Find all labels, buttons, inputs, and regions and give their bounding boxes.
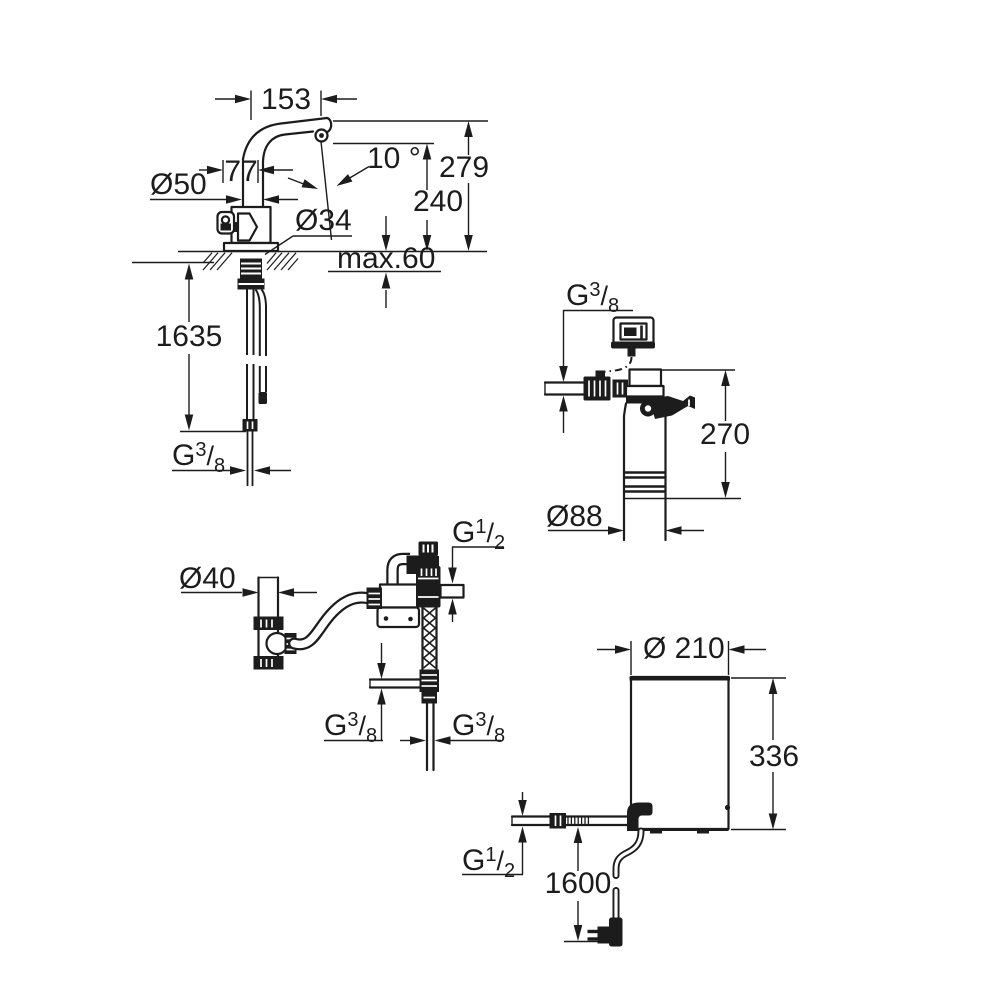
outlet-stub	[439, 583, 465, 599]
dim-1635-label: 1635	[156, 320, 223, 353]
dim-height-240: 240	[333, 142, 463, 251]
hatch-right	[266, 252, 299, 271]
mounting-plate	[376, 606, 421, 629]
dim-filter-diameter: Ø88	[546, 500, 704, 535]
dim-cable-length: 1600	[545, 827, 612, 943]
dim-valve-thread-right: G3/8	[400, 709, 505, 747]
dim-d50-label: Ø50	[150, 168, 207, 201]
connection-hose-long	[242, 289, 258, 486]
filter-display-unit	[598, 316, 655, 375]
hatch-left	[202, 252, 233, 271]
faucet-spout	[241, 116, 333, 209]
dim-270-label: 270	[700, 418, 750, 451]
dim-filter-height: 270	[625, 369, 750, 500]
valve-block	[366, 541, 465, 629]
braided-hose	[421, 606, 438, 671]
countertop-section	[132, 250, 487, 273]
dim-valve-thread-left: G3/8	[324, 643, 386, 747]
tee-connector	[368, 669, 439, 772]
inlet-pipe	[510, 813, 629, 829]
dim-240-label: 240	[413, 185, 463, 218]
dim-g38-left-label: G3/8	[324, 709, 377, 747]
dim-filter-thread: G3/8	[559, 279, 633, 433]
dim-g38-faucet-label: G3/8	[172, 439, 225, 477]
dim-d40-label: Ø40	[179, 562, 236, 595]
dim-hole-diameter: Ø34	[264, 204, 352, 256]
dim-279-label: 279	[439, 151, 489, 184]
boiler-view: Ø 210	[462, 632, 799, 947]
flex-hose	[288, 591, 375, 651]
lever-mark	[236, 212, 259, 242]
filter-head	[543, 368, 695, 419]
dim-boiler-height: 336	[731, 677, 799, 831]
dim-1600-label: 1600	[545, 867, 612, 900]
dim-d210-label: Ø 210	[643, 632, 725, 665]
boiler-tank	[627, 675, 731, 834]
dim-336-label: 336	[749, 740, 799, 773]
faucet-view: 153 77 Ø50 Ø34 max.60	[132, 83, 489, 486]
dim-77-label: 77	[224, 155, 257, 188]
inlet-elbow	[627, 802, 653, 831]
dim-g12-valve-label: G1/2	[452, 516, 505, 554]
base-plate	[222, 241, 280, 253]
dim-body-diameter: Ø50	[150, 168, 298, 204]
dim-spout-angle: 10 °	[287, 141, 421, 241]
filter-view: G3/8	[543, 279, 750, 542]
dim-boiler-diameter: Ø 210	[597, 632, 766, 675]
dim-d34-label: Ø34	[295, 204, 352, 237]
power-plug	[587, 917, 623, 947]
power-cord	[587, 827, 645, 947]
dim-10deg-label: 10 °	[367, 142, 421, 175]
connection-hose-short	[254, 288, 267, 404]
dim-g12-boiler-label: G1/2	[462, 844, 515, 882]
dim-height-279: 279	[333, 120, 489, 251]
dim-faucet-thread: G3/8	[172, 439, 291, 477]
dim-g38-filter-label: G3/8	[566, 279, 619, 317]
dim-d88-label: Ø88	[546, 500, 603, 533]
dim-body-width: 77	[199, 155, 293, 188]
dim-boiler-thread: G1/2	[462, 792, 527, 882]
dim-valve-thread-top: G1/2	[448, 516, 505, 622]
faucet-body	[216, 205, 280, 253]
dim-spout-reach: 153	[215, 83, 357, 120]
valve-set-view: Ø40	[179, 516, 505, 772]
thread-marks	[567, 817, 590, 825]
faucet-shank	[237, 258, 265, 290]
dim-deck-thickness: max.60	[337, 216, 435, 308]
dim-pipe-diameter: Ø40	[179, 562, 317, 597]
dim-hose-length: 1635	[156, 263, 246, 433]
dim-153-label: 153	[261, 83, 311, 116]
locking-handle	[649, 395, 695, 419]
filter-cartridge	[622, 402, 667, 542]
dim-g38-right-label: G3/8	[452, 709, 505, 747]
